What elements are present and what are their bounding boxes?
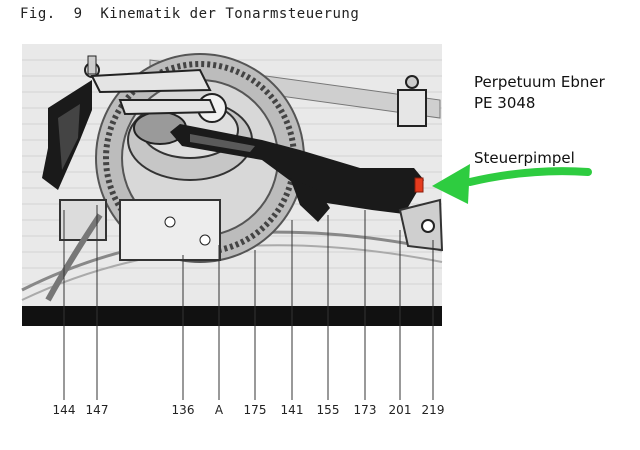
right-pivot bbox=[397, 89, 427, 127]
linkage-arm bbox=[90, 68, 212, 94]
bracket bbox=[119, 199, 221, 261]
ref-number: A bbox=[214, 403, 224, 417]
ref-number: 155 bbox=[316, 403, 340, 417]
steuerpimpel-marker bbox=[414, 177, 424, 193]
model-number: PE 3048 bbox=[474, 94, 536, 112]
callout-arrow bbox=[432, 164, 592, 204]
ref-number: 175 bbox=[243, 403, 267, 417]
base-bar bbox=[22, 306, 442, 326]
figure-title: Fig. 9 Kinematik der Tonarmsteuerung bbox=[20, 6, 360, 22]
reference-leader-lines bbox=[63, 205, 434, 400]
model-manufacturer: Perpetuum Ebner bbox=[474, 73, 605, 91]
cable bbox=[45, 213, 103, 302]
ref-number: 147 bbox=[85, 403, 109, 417]
callout-label: Steuerpimpel bbox=[474, 149, 575, 167]
model-name: Perpetuum Ebner PE 3048 bbox=[474, 72, 605, 114]
ref-number: 141 bbox=[280, 403, 304, 417]
ref-number: 219 bbox=[421, 403, 445, 417]
ref-number: 136 bbox=[171, 403, 195, 417]
ref-number: 144 bbox=[52, 403, 76, 417]
ref-number: 201 bbox=[388, 403, 412, 417]
ref-number: 173 bbox=[353, 403, 377, 417]
